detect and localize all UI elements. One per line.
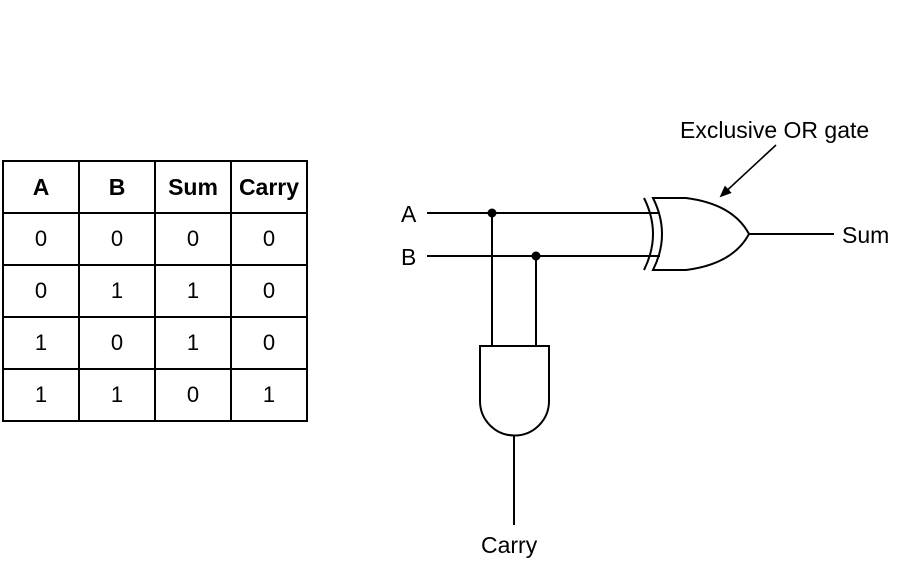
table-row: 0 0 0 0 <box>2 212 308 266</box>
xor-annotation-label: Exclusive OR gate <box>680 117 869 143</box>
table-cell: 1 <box>2 316 80 370</box>
table-cell: 0 <box>78 212 156 266</box>
xor-body <box>651 197 751 271</box>
table-cell: 0 <box>78 316 156 370</box>
table-row: 1 1 0 1 <box>2 368 308 422</box>
table-cell: 1 <box>154 264 232 318</box>
header-carry: Carry <box>230 160 308 214</box>
table-row: 1 0 1 0 <box>2 316 308 370</box>
table-cell: 0 <box>2 264 80 318</box>
table-cell: 1 <box>78 368 156 422</box>
table-cell: 0 <box>230 212 308 266</box>
input-b-label: B <box>401 244 416 270</box>
carry-label: Carry <box>481 532 538 558</box>
table-cell: 1 <box>230 368 308 422</box>
truth-table: A B Sum Carry 0 0 0 0 0 1 1 0 1 0 1 0 1 … <box>2 160 308 422</box>
sum-label: Sum <box>842 222 889 248</box>
table-row: 0 1 1 0 <box>2 264 308 318</box>
table-cell: 0 <box>230 264 308 318</box>
table-cell: 1 <box>2 368 80 422</box>
header-sum: Sum <box>154 160 232 214</box>
xor-gate <box>643 197 751 271</box>
table-cell: 0 <box>2 212 80 266</box>
and-gate <box>479 345 550 437</box>
header-b: B <box>78 160 156 214</box>
header-a: A <box>2 160 80 214</box>
table-cell: 0 <box>154 368 232 422</box>
table-cell: 0 <box>154 212 232 266</box>
table-cell: 1 <box>78 264 156 318</box>
truth-table-header-row: A B Sum Carry <box>2 160 308 214</box>
xor-extra-curve <box>643 197 654 271</box>
xor-annotation-arrow <box>719 144 777 198</box>
table-cell: 1 <box>154 316 232 370</box>
table-cell: 0 <box>230 316 308 370</box>
input-a-label: A <box>401 201 417 227</box>
